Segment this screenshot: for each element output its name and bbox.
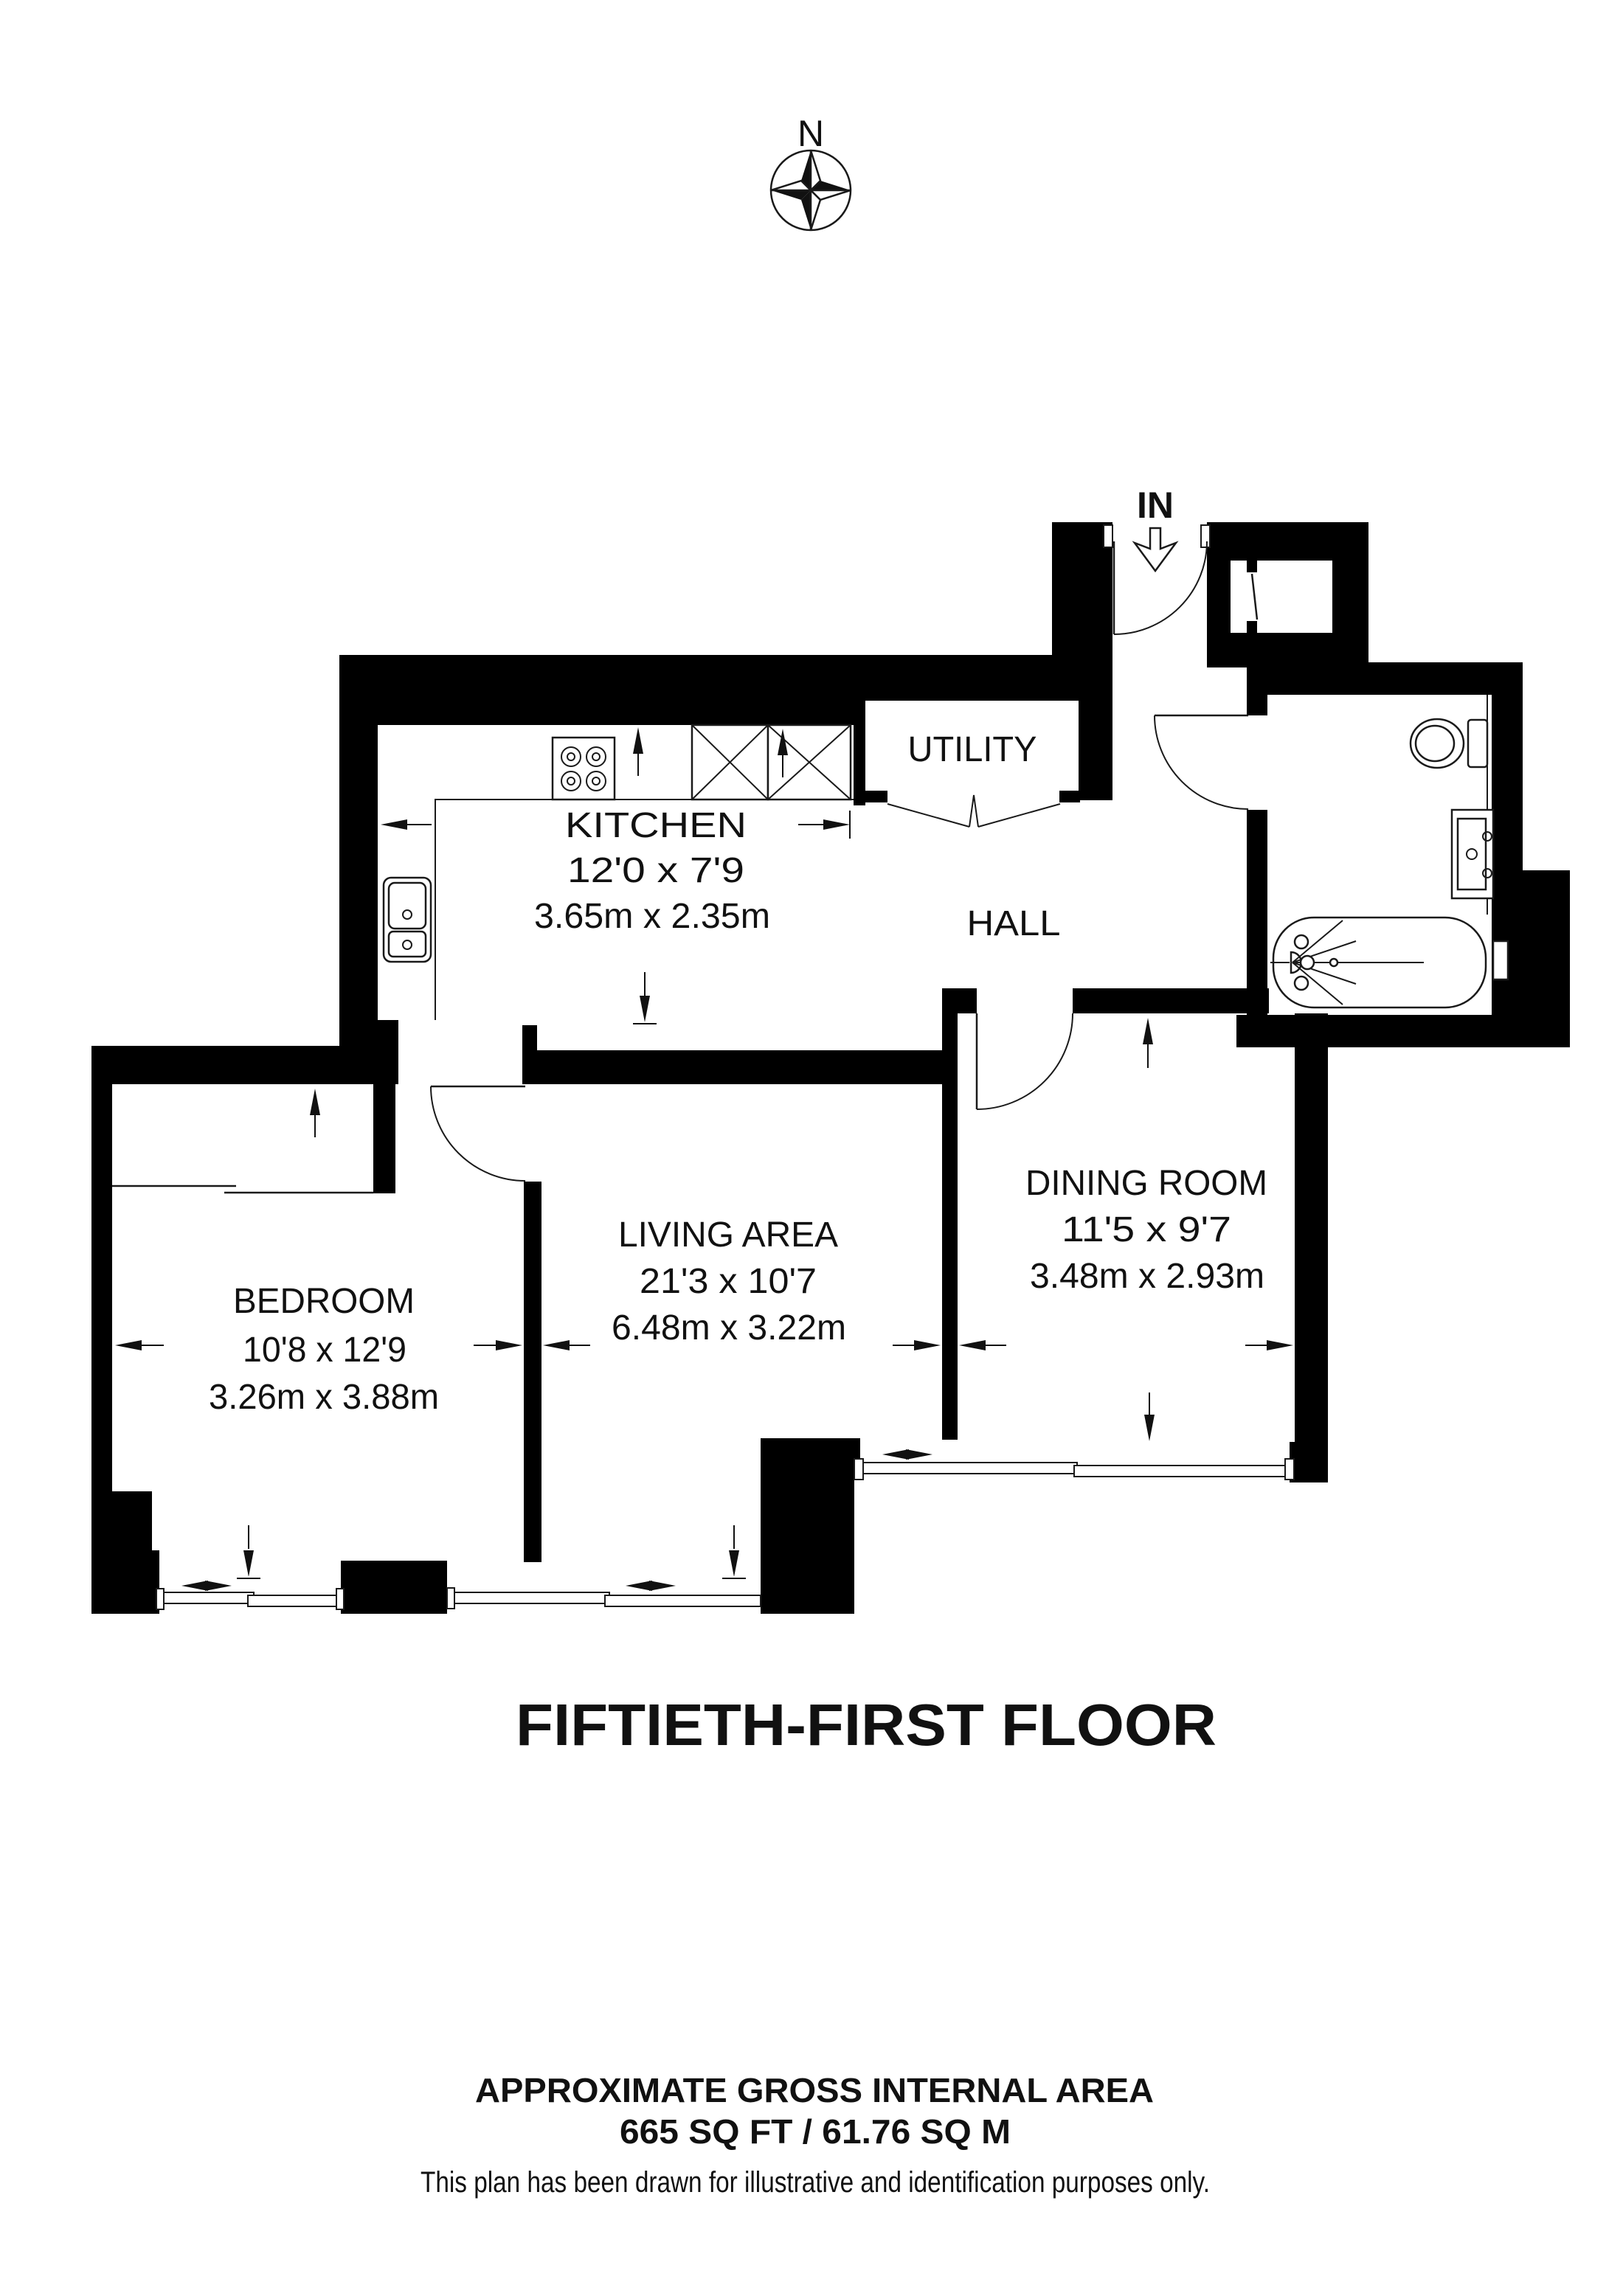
wall-segment [339, 655, 378, 1022]
towel-rail-icon [1492, 940, 1509, 981]
kitchen-fixtures [112, 724, 854, 1194]
wall-segment [865, 791, 887, 802]
windows [156, 1458, 1295, 1610]
vanity-sink-icon [1450, 808, 1495, 900]
living-label: LIVING AREA [618, 1215, 838, 1255]
closet-door-leaf [1250, 573, 1259, 620]
sliding-window-arrow [181, 1581, 232, 1591]
kitchen-dims-metric: 3.65m x 2.35m [534, 897, 770, 936]
bathtub-icon [1270, 916, 1487, 1009]
kitchen-label: KITCHEN [565, 806, 747, 845]
dining-window [854, 1458, 1295, 1480]
wall-segment [91, 1046, 112, 1493]
bedroom-label: BEDROOM [233, 1282, 415, 1321]
wall-segment [1295, 1013, 1328, 1442]
bedroom-dims-metric: 3.26m x 3.88m [209, 1378, 439, 1417]
compass-north-label: N [797, 113, 824, 154]
living-dims-metric: 6.48m x 3.22m [612, 1308, 846, 1348]
door-jamb [1200, 524, 1211, 548]
wall-segment [1207, 633, 1335, 667]
walls [91, 522, 1570, 1614]
living-window [446, 1587, 761, 1609]
wall-segment [1207, 522, 1368, 561]
room-labels: KITCHEN 12'0 x 7'9 3.65m x 2.35m UTILITY… [209, 730, 1267, 1417]
toilet-icon [1409, 718, 1489, 769]
wall-segment [1247, 561, 1257, 572]
wall-segment [854, 655, 1112, 701]
wall-segment [1254, 662, 1523, 695]
dimension-arrows [115, 727, 1293, 1591]
hob-icon [551, 736, 616, 801]
wall-segment [1332, 561, 1368, 667]
shower-icon [1270, 920, 1424, 1005]
sliding-window-arrow [882, 1449, 932, 1460]
living-dims-imperial: 21'3 x 10'7 [640, 1262, 817, 1301]
wall-segment [524, 1182, 541, 1562]
sliding-window-arrow [626, 1581, 676, 1591]
wall-segment [761, 1438, 854, 1614]
area-value: 665 SQ FT / 61.76 SQ M [620, 2112, 1011, 2151]
wall-segment [522, 1050, 958, 1084]
kitchen-dims-imperial: 12'0 x 7'9 [567, 851, 744, 890]
kitchen-sink-icon [382, 876, 432, 963]
wall-segment [1247, 810, 1267, 1015]
doors [430, 524, 1259, 1182]
wall-segment [1079, 701, 1112, 800]
dining-dims-imperial: 11'5 x 9'7 [1062, 1210, 1231, 1249]
wall-segment [91, 1491, 152, 1552]
dining-dims-metric: 3.48m x 2.93m [1030, 1257, 1264, 1296]
wall-segment [522, 1025, 537, 1052]
wall-segment [942, 988, 958, 1440]
hall-label: HALL [967, 904, 1061, 943]
bedroom-window [156, 1588, 345, 1610]
area-heading: APPROXIMATE GROSS INTERNAL AREA [475, 2071, 1154, 2109]
entrance-door-arc [1113, 541, 1208, 635]
wall-segment [1247, 633, 1267, 715]
wall-segment [1290, 1442, 1328, 1482]
wall-segment [373, 1084, 395, 1193]
door-jamb [1103, 524, 1113, 548]
appliance-unit-icon [766, 724, 852, 801]
wall-segment [341, 1561, 447, 1614]
compass-rose-icon: N [769, 113, 852, 232]
wall-segment [1247, 621, 1257, 633]
wall-segment [109, 1046, 388, 1084]
wall-segment [1236, 1015, 1570, 1047]
floor-title: FIFTIETH-FIRST FLOOR [516, 1692, 1217, 1758]
footer: FIFTIETH-FIRST FLOOR APPROXIMATE GROSS I… [421, 1692, 1217, 2199]
utility-bifold-door [887, 794, 1061, 828]
wall-segment [1073, 988, 1269, 1013]
appliance-unit-icon [691, 724, 769, 801]
bedroom-dims-imperial: 10'8 x 12'9 [243, 1331, 406, 1370]
wall-segment [1059, 791, 1080, 802]
dining-label: DINING ROOM [1025, 1164, 1267, 1203]
wall-segment [1052, 522, 1112, 655]
bathroom-fixtures [1270, 695, 1509, 1009]
wall-segment [339, 655, 865, 725]
wall-segment [1492, 695, 1523, 870]
entrance-label: IN [1137, 485, 1174, 526]
wall-segment [854, 707, 865, 805]
dining-door-arc [976, 1013, 1073, 1110]
bathroom-door-arc [1154, 715, 1249, 810]
disclaimer: This plan has been drawn for illustrativ… [421, 2166, 1210, 2199]
wall-segment [91, 1550, 159, 1614]
wall-segment [942, 988, 977, 1013]
entrance-arrow-icon [1132, 527, 1179, 573]
utility-label: UTILITY [908, 730, 1037, 769]
entrance: IN [1132, 485, 1179, 573]
bedroom-door-arc [430, 1086, 526, 1182]
